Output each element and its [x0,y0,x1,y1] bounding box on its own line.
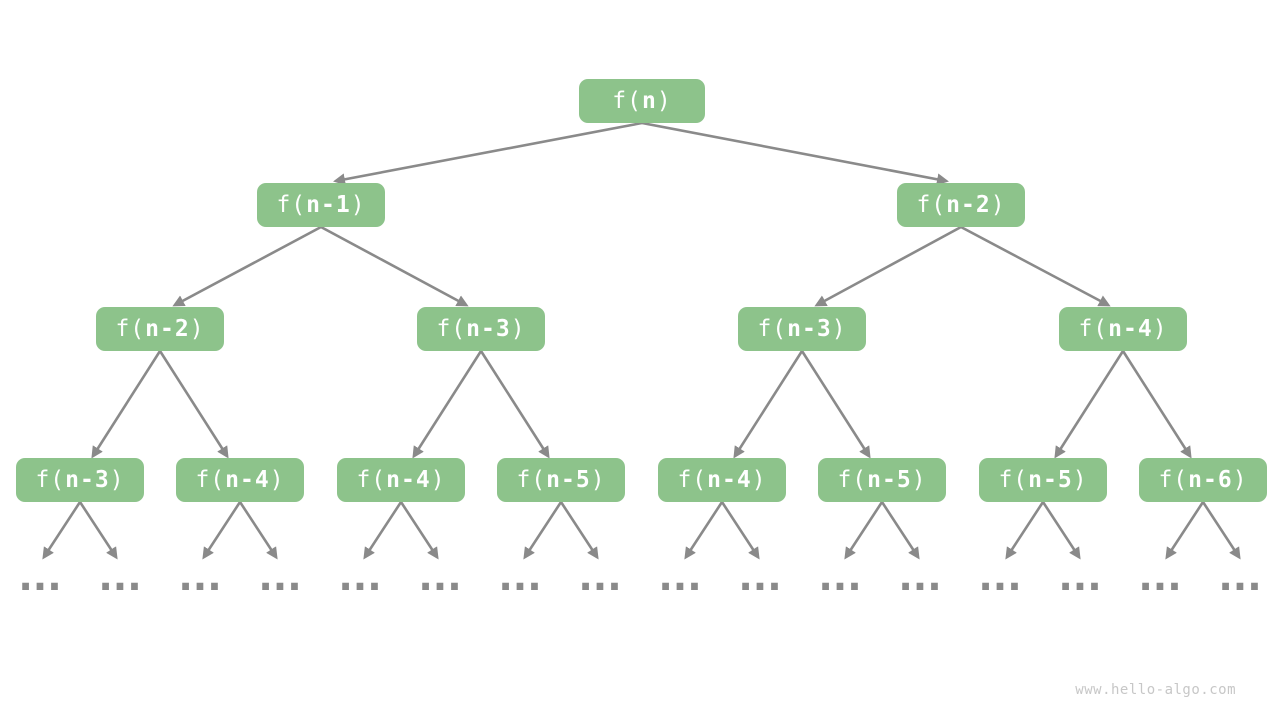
node-label-suffix: ) [430,467,446,493]
tree-node: f(n-5) [497,458,625,502]
ellipsis: ... [978,555,1022,599]
node-label-arg: n-4 [386,467,431,493]
node-label-suffix: ) [269,467,285,493]
tree-node-root: f(n) [579,79,705,123]
node-label-arg: n [641,88,657,114]
node-label-arg: n-1 [306,192,351,218]
node-label-suffix: ) [751,467,767,493]
node-label-suffix: ) [656,88,672,114]
tree-node: f(n-3) [16,458,144,502]
ellipsis: ... [1138,555,1182,599]
node-label-prefix: f( [916,192,947,218]
node-label-arg: n-3 [787,316,832,342]
ellipsis: ... [738,555,782,599]
node-label-arg: n-4 [225,467,270,493]
node-label-arg: n-5 [546,467,591,493]
node-label-suffix: ) [189,316,205,342]
node-label-prefix: f( [612,88,642,114]
node-label-arg: n-5 [867,467,912,493]
ellipsis: ... [178,555,222,599]
node-label-suffix: ) [831,316,847,342]
ellipsis: ... [338,555,382,599]
tree-node: f(n-1) [257,183,385,227]
tree-node: f(n-2) [96,307,224,351]
tree-node: f(n-2) [897,183,1025,227]
tree-node: f(n-6) [1139,458,1267,502]
node-label-prefix: f( [677,467,708,493]
node-label-suffix: ) [590,467,606,493]
tree-node: f(n-3) [417,307,545,351]
node-label-suffix: ) [350,192,366,218]
node-label-arg: n-5 [1028,467,1073,493]
ellipsis: ... [1058,555,1102,599]
node-label-prefix: f( [516,467,547,493]
node-label-suffix: ) [1152,316,1168,342]
tree-node: f(n-4) [176,458,304,502]
node-label-suffix: ) [109,467,125,493]
node-label-arg: n-3 [65,467,110,493]
tree-node: f(n-5) [979,458,1107,502]
ellipsis: ... [18,555,62,599]
ellipsis: ... [98,555,142,599]
node-label-prefix: f( [436,316,467,342]
node-label-prefix: f( [195,467,226,493]
ellipsis: ... [498,555,542,599]
ellipsis: ... [818,555,862,599]
node-label-prefix: f( [1158,467,1189,493]
tree-node: f(n-3) [738,307,866,351]
node-label-prefix: f( [356,467,387,493]
tree-node: f(n-5) [818,458,946,502]
node-label-suffix: ) [510,316,526,342]
node-label-arg: n-3 [466,316,511,342]
tree-node: f(n-4) [1059,307,1187,351]
node-label-prefix: f( [1078,316,1109,342]
watermark: www.hello-algo.com [1075,682,1236,698]
ellipsis: ... [258,555,302,599]
tree-node: f(n-4) [658,458,786,502]
node-label-prefix: f( [837,467,868,493]
node-label-prefix: f( [35,467,66,493]
ellipsis: ... [658,555,702,599]
ellipsis: ... [418,555,462,599]
ellipsis: ... [898,555,942,599]
ellipsis: ... [578,555,622,599]
node-label-arg: n-4 [1108,316,1153,342]
node-label-prefix: f( [998,467,1029,493]
node-label-arg: n-2 [946,192,991,218]
node-label-arg: n-6 [1188,467,1233,493]
ellipsis: ... [1218,555,1262,599]
node-label-arg: n-4 [707,467,752,493]
node-label-arg: n-2 [145,316,190,342]
tree-node: f(n-4) [337,458,465,502]
node-label-suffix: ) [990,192,1006,218]
node-label-prefix: f( [276,192,307,218]
node-label-prefix: f( [757,316,788,342]
node-label-suffix: ) [911,467,927,493]
node-label-suffix: ) [1232,467,1248,493]
node-label-suffix: ) [1072,467,1088,493]
node-label-prefix: f( [115,316,146,342]
